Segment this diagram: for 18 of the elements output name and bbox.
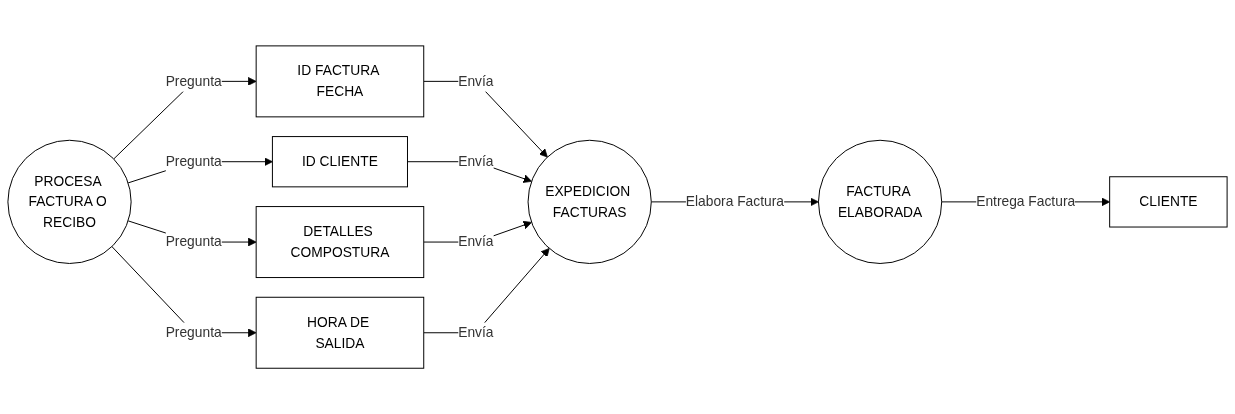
node-circle: FACTURA ELABORADA [817, 139, 943, 264]
node-circle: PROCESA FACTURA O RECIBO [7, 139, 132, 264]
edge-label: Envía [458, 153, 494, 170]
node-box: ID FACTURA FECHA [255, 45, 425, 118]
edge-label: Pregunta [165, 324, 222, 341]
edge-label: Pregunta [165, 72, 222, 89]
node-box: ID CLIENTE [271, 136, 408, 188]
edge-label: Envía [458, 72, 494, 89]
edge-label: Pregunta [165, 153, 222, 170]
node-circle: EXPEDICION FACTURAS [527, 139, 652, 264]
edge-label: Entrega Factura [976, 193, 1076, 210]
edge-label: Envía [458, 324, 494, 341]
node-box: CLIENTE [1109, 176, 1228, 228]
edge-label: Elabora Factura [685, 193, 784, 210]
node-box: DETALLES COMPOSTURA [255, 206, 425, 278]
edge-label: Pregunta [165, 233, 222, 250]
edge-label: Envía [458, 233, 494, 250]
node-box: HORA DE SALIDA [255, 296, 425, 369]
